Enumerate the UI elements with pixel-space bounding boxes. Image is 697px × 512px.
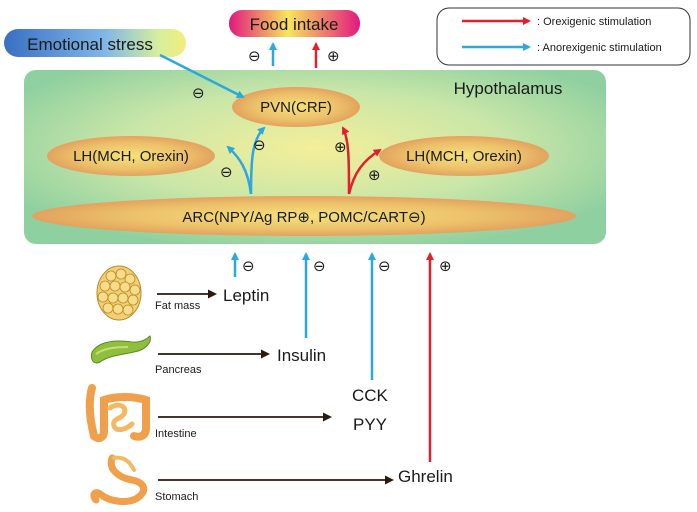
arc-to-lh-right-arrow xyxy=(347,148,382,195)
insulin-minus-sign: ⊖ xyxy=(313,257,326,275)
cck-minus-sign: ⊖ xyxy=(378,257,391,275)
ghrelin-label: Ghrelin xyxy=(398,467,453,486)
stomach-label: Stomach xyxy=(155,491,198,503)
arc-to-lh-left-arrow xyxy=(226,145,253,195)
pvn-label: PVN(CRF) xyxy=(260,99,332,116)
pvn-red-plus-sign: ⊕ xyxy=(334,138,347,156)
food-minus-sign: ⊖ xyxy=(248,47,261,65)
legend-anorexigenic-label: : Anorexigenic stimulation xyxy=(537,42,662,54)
intestine-icon xyxy=(85,384,150,443)
food-intake-badge xyxy=(229,10,360,37)
pancreas-label: Pancreas xyxy=(155,364,202,376)
pvn-blue-minus-sign: ⊖ xyxy=(253,136,266,154)
lh-right-label: LH(MCH, Orexin) xyxy=(406,148,522,165)
stress-to-pvn-arrow xyxy=(159,53,245,99)
food-intake-label: Food intake xyxy=(250,15,339,34)
leptin-label: Leptin xyxy=(223,286,269,305)
lh-left-minus-sign: ⊖ xyxy=(220,163,233,181)
lh-right-plus-sign: ⊕ xyxy=(368,166,381,184)
intestine-label: Intestine xyxy=(155,428,197,440)
lh-left-node xyxy=(47,136,215,176)
insulin-label: Insulin xyxy=(277,346,326,365)
hypothalamus-label: Hypothalamus xyxy=(454,79,563,98)
pancreas-icon xyxy=(91,335,151,364)
pvn-node xyxy=(232,87,360,127)
lh-right-node xyxy=(379,136,549,176)
food-plus-sign: ⊕ xyxy=(327,47,340,65)
fat-mass-label: Fat mass xyxy=(155,300,201,312)
arc-label: ARC(NPY/Ag RP⊕, POMC/CART⊖) xyxy=(182,209,425,226)
leptin-minus-sign: ⊖ xyxy=(242,257,255,275)
emotional-stress-badge xyxy=(4,29,186,57)
arc-node xyxy=(32,196,576,236)
arc-to-pvn-blue-arrow xyxy=(249,126,266,195)
fat-mass-icon xyxy=(96,265,142,321)
stress-minus-sign: ⊖ xyxy=(192,84,205,102)
emotional-stress-label: Emotional stress xyxy=(27,35,153,54)
cck-label: CCK xyxy=(352,386,389,405)
pyy-label: PYY xyxy=(353,415,387,434)
stomach-icon xyxy=(90,454,148,505)
legend-orexigenic-label: : Orexigenic stimulation xyxy=(537,16,651,28)
ghrelin-plus-sign: ⊕ xyxy=(439,257,452,275)
lh-left-label: LH(MCH, Orexin) xyxy=(73,148,189,165)
arc-to-pvn-red-arrow xyxy=(341,126,351,195)
legend: : Orexigenic stimulation : Anorexigenic … xyxy=(436,7,691,66)
